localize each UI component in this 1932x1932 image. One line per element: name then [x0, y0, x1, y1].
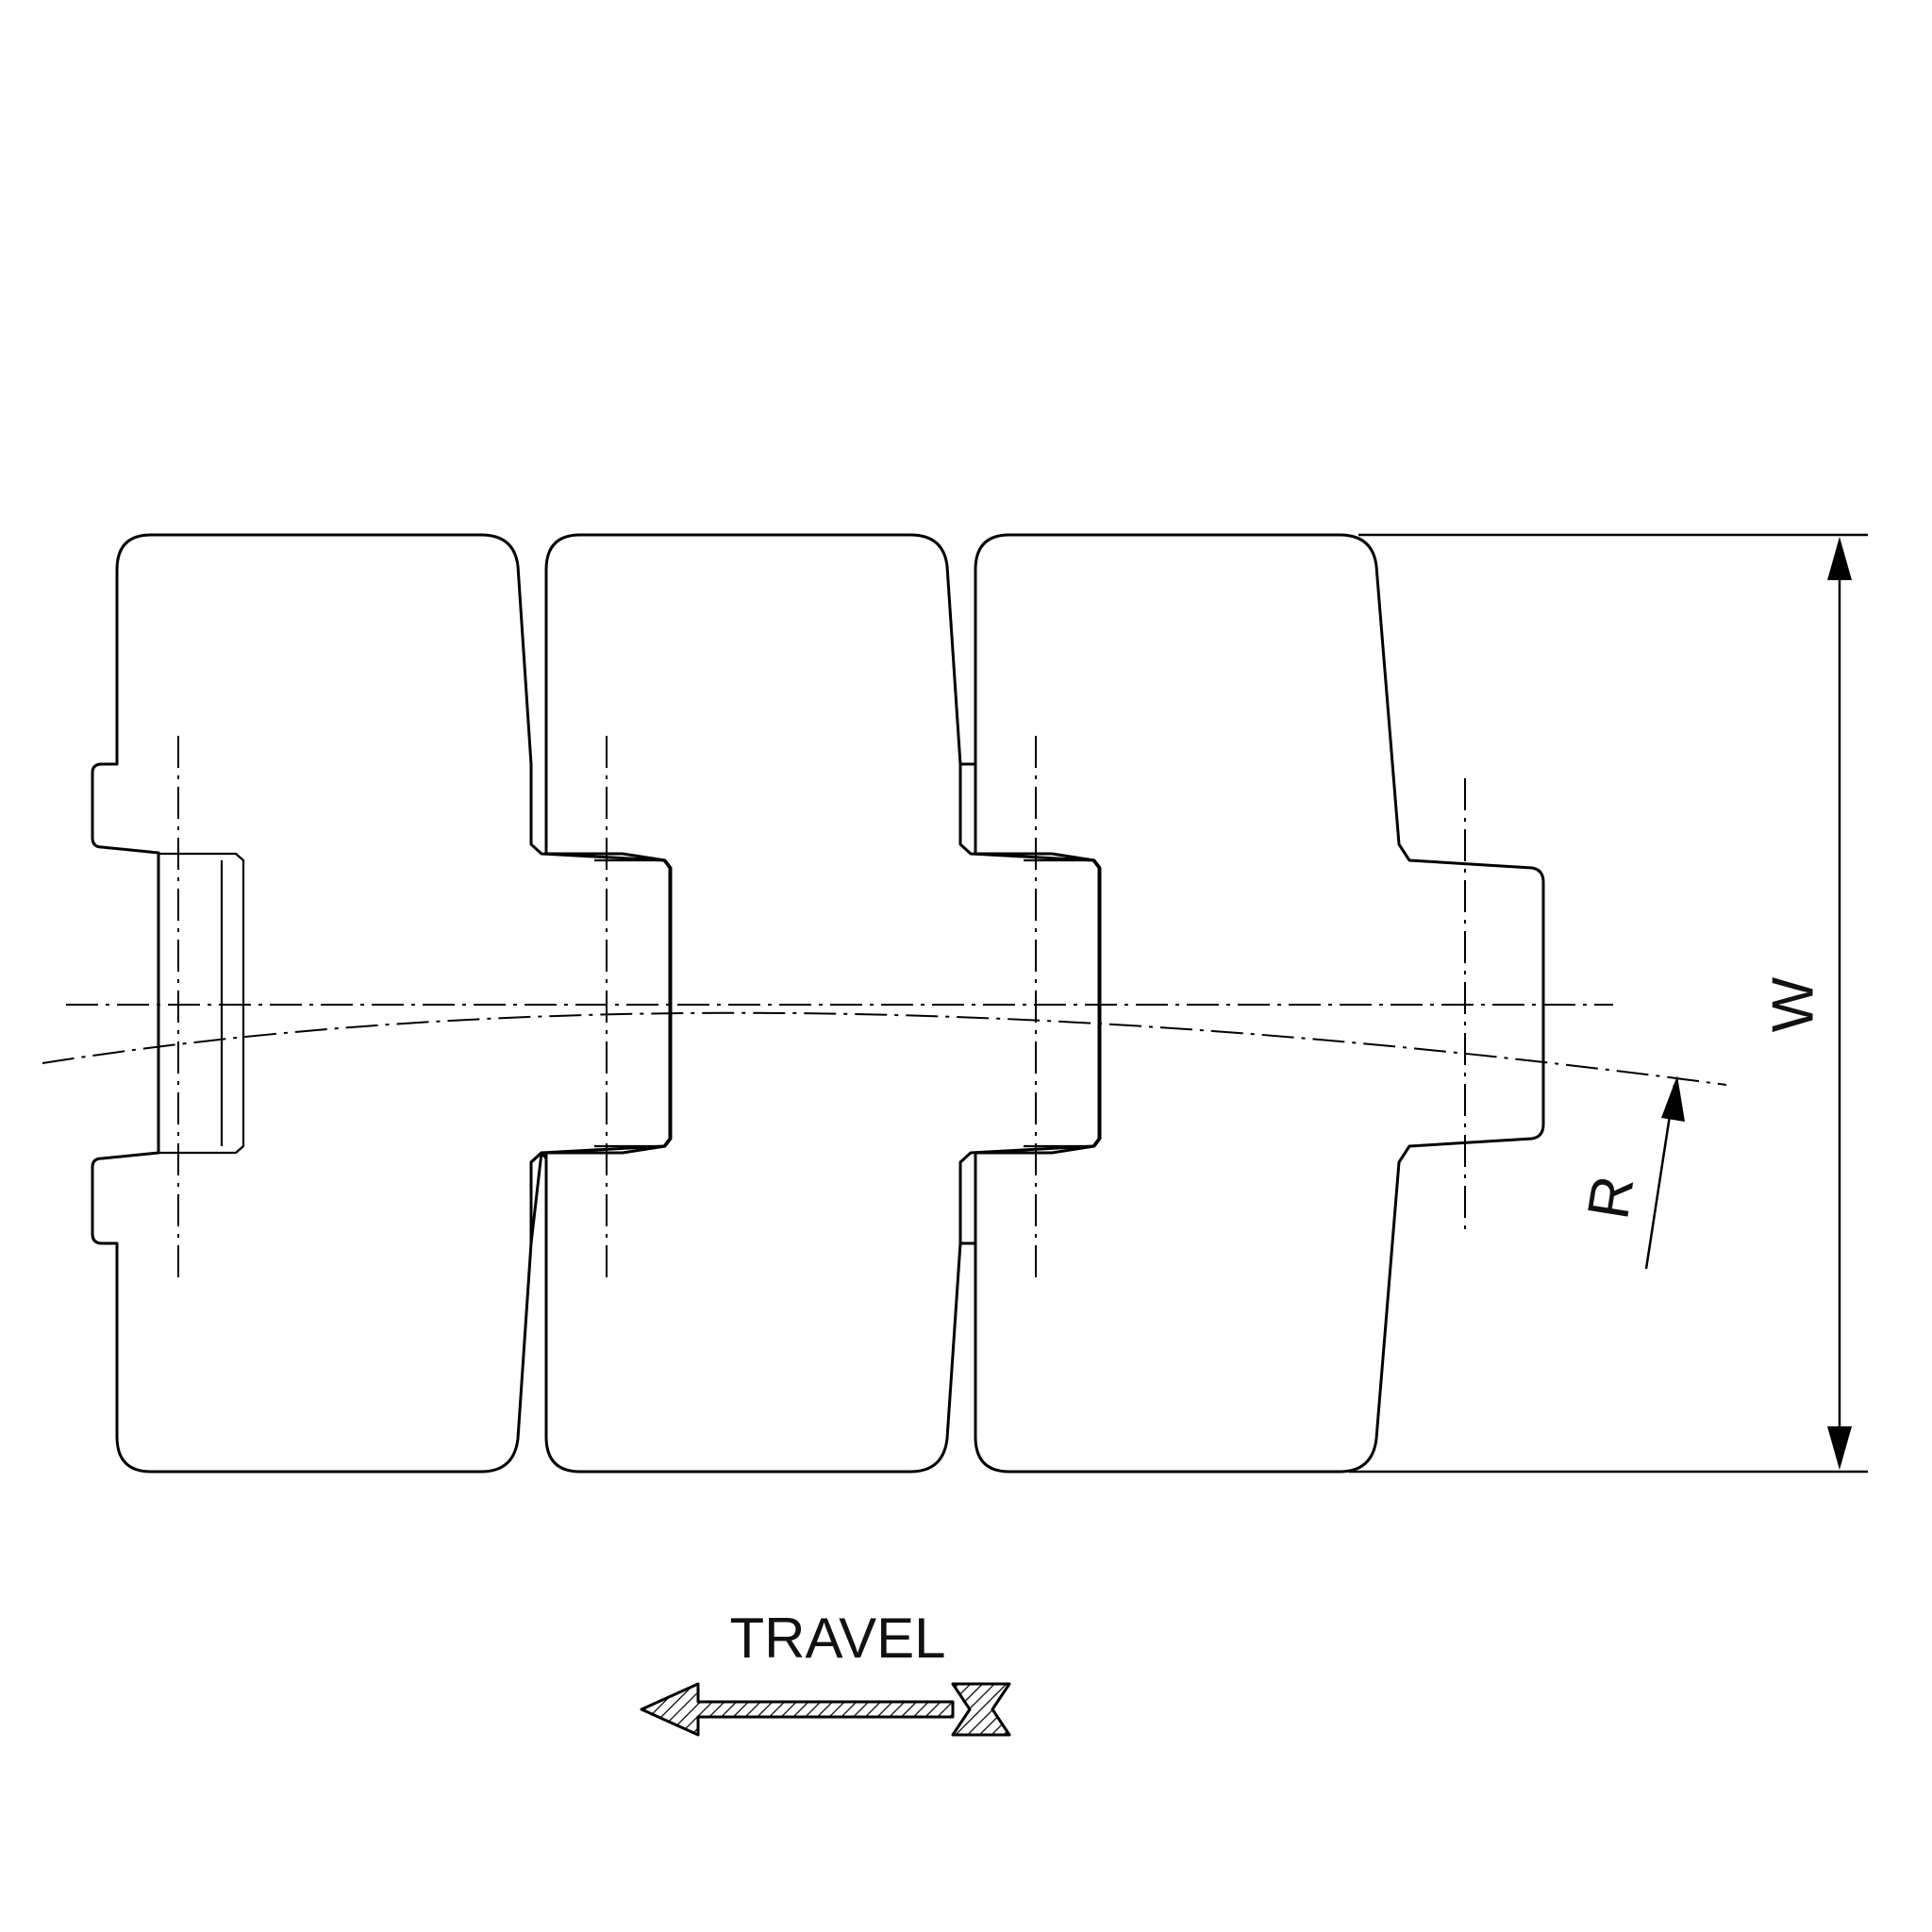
radius-dimension: [1644, 1075, 1685, 1270]
chain-link-2: [529, 533, 1101, 1474]
radius-arc: [42, 1011, 1727, 1086]
width-dimension: [1349, 533, 1868, 1474]
chain-link-3: [958, 533, 1545, 1474]
center-lines: [42, 736, 1727, 1283]
width-label: W: [1760, 976, 1825, 1032]
radius-label: R: [1575, 1172, 1646, 1224]
travel-label: TRAVEL: [730, 1607, 946, 1670]
travel-arrow-icon: [640, 1682, 1011, 1737]
